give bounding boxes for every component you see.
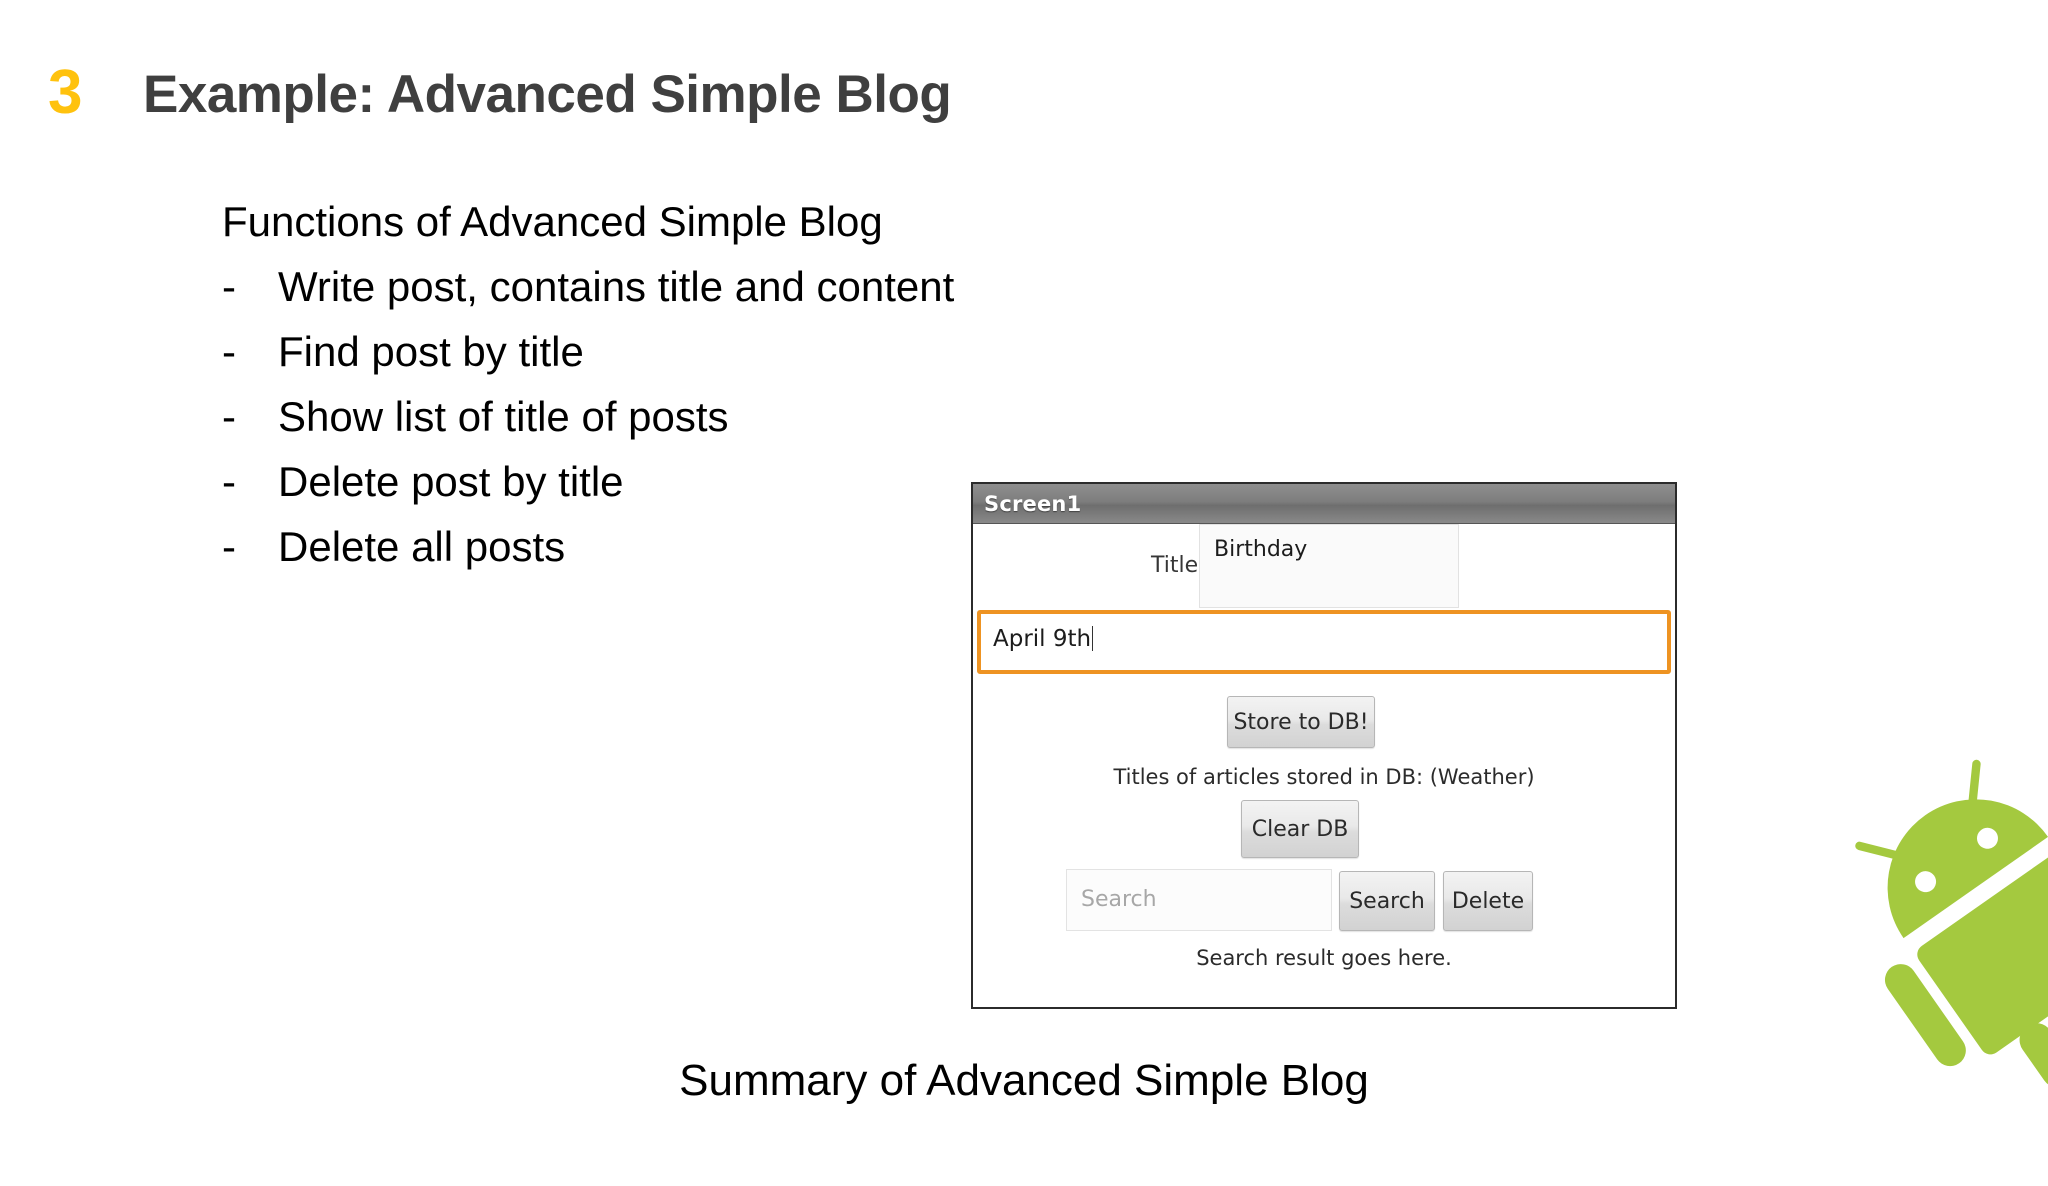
- slide-caption: Summary of Advanced Simple Blog: [0, 1056, 2048, 1106]
- bullet-marker-icon: -: [222, 523, 236, 571]
- slide-caption-label: Summary of Advanced Simple Blog: [679, 1056, 1369, 1105]
- delete-button[interactable]: Delete: [1443, 871, 1533, 931]
- list-item-label: Delete all posts: [278, 523, 566, 571]
- list-item-label: Delete post by title: [278, 458, 624, 506]
- page-title: Example: Advanced Simple Blog: [143, 65, 952, 124]
- bullet-marker-icon: -: [222, 393, 236, 441]
- list-item: - Show list of title of posts: [222, 393, 1122, 440]
- app-titlebar-label: Screen1: [984, 491, 1082, 516]
- search-button[interactable]: Search: [1339, 871, 1435, 931]
- slide-header: 3 Example: Advanced Simple Blog: [0, 30, 2048, 124]
- title-field-label: Title: [1151, 553, 1199, 578]
- store-to-db-button[interactable]: Store to DB!: [1227, 696, 1375, 748]
- list-item-label: Show list of title of posts: [278, 393, 729, 441]
- content-input[interactable]: April 9th: [977, 610, 1671, 674]
- bullet-marker-icon: -: [222, 263, 236, 311]
- text-caret: [1092, 626, 1094, 651]
- title-input[interactable]: Birthday: [1199, 524, 1459, 608]
- content-block: Functions of Advanced Simple Blog - Writ…: [222, 198, 1122, 570]
- app-titlebar: Screen1: [973, 484, 1675, 524]
- app-screenshot-panel: Screen1 Title Birthday April 9th Store t…: [971, 482, 1677, 1009]
- list-item: - Delete post by title: [222, 458, 1122, 505]
- search-row: Search Search Delete: [973, 869, 1675, 933]
- search-input-placeholder: Search: [1081, 887, 1157, 912]
- list-item: - Delete all posts: [222, 523, 1122, 570]
- slide-number: 3: [48, 58, 82, 127]
- content-input-value: April 9th: [993, 626, 1092, 652]
- list-item: - Write post, contains title and content: [222, 263, 1122, 310]
- list-item-label: Find post by title: [278, 328, 584, 376]
- db-titles-note: Titles of articles stored in DB: (Weathe…: [1113, 765, 1535, 789]
- app-body: Title Birthday April 9th Store to DB! Ti…: [973, 524, 1675, 1007]
- list-item: - Find post by title: [222, 328, 1122, 375]
- content-lead: Functions of Advanced Simple Blog: [222, 198, 883, 245]
- list-item-label: Write post, contains title and content: [278, 263, 955, 311]
- bullet-marker-icon: -: [222, 328, 236, 376]
- title-input-value: Birthday: [1214, 537, 1308, 562]
- search-result-text: Search result goes here.: [1196, 946, 1452, 970]
- bullet-marker-icon: -: [222, 458, 236, 506]
- clear-db-button[interactable]: Clear DB: [1241, 800, 1359, 858]
- search-input[interactable]: Search: [1066, 869, 1332, 931]
- title-row: Title Birthday: [973, 524, 1675, 608]
